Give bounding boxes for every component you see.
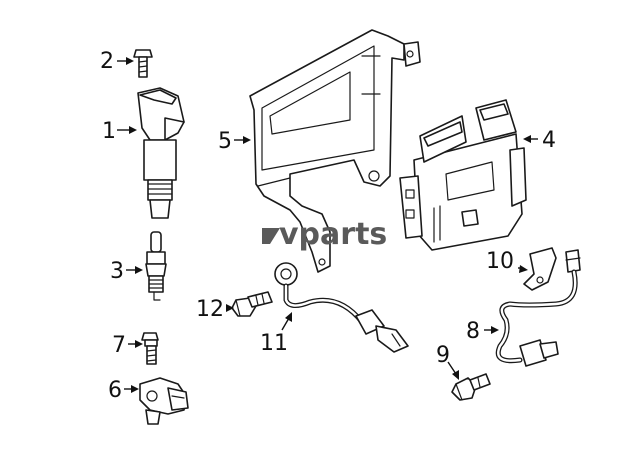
callout-7: 7	[112, 333, 126, 358]
callout-6: 6	[108, 378, 122, 403]
bolt-part-2[interactable]	[133, 49, 153, 78]
callout-5: 5	[218, 129, 232, 154]
cam-sensor-part-6[interactable]	[139, 377, 189, 425]
bolt-part-12[interactable]	[231, 291, 273, 317]
callout-12: 12	[196, 297, 224, 322]
callout-10: 10	[486, 249, 514, 274]
ecu-bracket-part-5[interactable]	[249, 29, 421, 273]
callout-1: 1	[102, 119, 116, 144]
watermark-logo: vparts	[262, 217, 387, 252]
watermark-text: vparts	[279, 217, 387, 252]
callout-2: 2	[100, 49, 114, 74]
bolt-part-9[interactable]	[451, 373, 491, 401]
crank-sensor-part-8[interactable]	[495, 269, 578, 367]
bolt-part-7[interactable]	[141, 332, 159, 365]
spark-plug-part-3[interactable]	[145, 231, 167, 301]
watermark-logo-icon	[262, 228, 280, 244]
callout-4: 4	[542, 128, 556, 153]
knock-sensor-part-11[interactable]	[274, 262, 409, 353]
callout-3: 3	[110, 259, 124, 284]
ignition-coil-part-1[interactable]	[137, 87, 185, 219]
callout-8: 8	[466, 319, 480, 344]
callout-9: 9	[436, 343, 450, 368]
bracket-part-10[interactable]	[523, 247, 581, 291]
callout-11: 11	[260, 331, 288, 356]
callout-leaders	[117, 57, 538, 393]
ecu-module-part-4[interactable]	[399, 99, 527, 251]
